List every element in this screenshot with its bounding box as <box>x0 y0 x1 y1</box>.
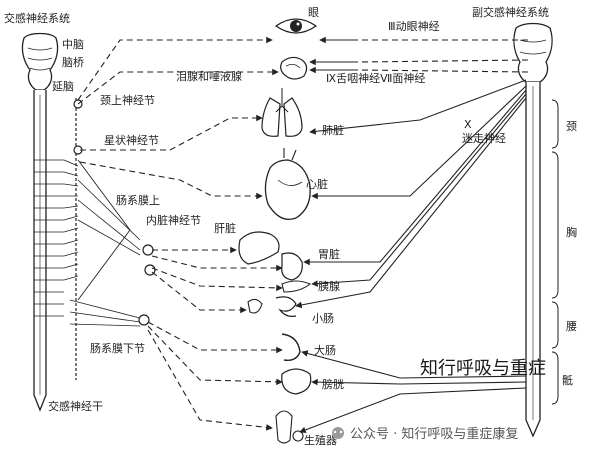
sacral-region-label: 骶 <box>562 374 573 387</box>
superior-mesenteric-label: 肠系膜上 <box>116 194 160 207</box>
genital-label: 生殖器 <box>304 433 337 447</box>
cn10-number-label: X <box>464 118 472 131</box>
pancreas-icon <box>281 280 312 293</box>
heart-label: 心脏 <box>306 178 328 191</box>
liver-label: 肝脏 <box>214 222 236 235</box>
heart-icon <box>264 148 311 221</box>
cn3-label: Ⅲ动眼神经 <box>388 19 440 33</box>
stomach-label: 胃脏 <box>318 248 340 261</box>
stellate-ganglion-label: 星状神经节 <box>104 133 159 147</box>
parasympathetic-pathways <box>295 36 529 434</box>
watermark-caption: 公众号 · 知行呼吸与重症康复 <box>350 426 518 442</box>
sympathetic-pathways <box>77 36 283 431</box>
neck-region-label: 颈 <box>566 120 577 133</box>
chest-region-label: 胸 <box>566 225 577 239</box>
celiac-ganglion <box>142 244 154 256</box>
wechat-icon <box>332 427 344 439</box>
sympathetic-spinal-cord <box>33 90 47 412</box>
small-intestine-icon <box>247 296 297 317</box>
eye-icon <box>274 18 318 34</box>
cn9-cn7-label: Ⅸ舌咽神经Ⅶ面神经 <box>326 71 425 85</box>
glands-label: 泪腺和唾液腺 <box>176 69 242 83</box>
parasympathetic-spinal-cord <box>525 82 541 438</box>
pancreas-label: 胰腺 <box>318 279 340 293</box>
sympathetic-system-label: 交感神经系统 <box>4 11 70 25</box>
bladder-icon <box>281 368 312 395</box>
watermark-title: 知行呼吸与重症 <box>420 358 546 379</box>
inferior-mesenteric-label: 肠系膜下节 <box>90 342 145 355</box>
vagus-label: 迷走神经 <box>462 131 506 145</box>
parasympathetic-system-label: 副交感神经系统 <box>472 5 549 19</box>
liver-icon <box>238 231 280 265</box>
eye-label: 眼 <box>308 6 319 19</box>
spinal-segments-left <box>34 159 64 317</box>
waist-region-label: 腰 <box>566 320 577 333</box>
stomach-icon <box>281 252 303 281</box>
pons-label: 脑桥 <box>62 56 84 69</box>
prevertebral-ganglia <box>69 244 156 327</box>
small-intestine-label: 小肠 <box>312 312 334 325</box>
gland-icon <box>280 56 308 80</box>
visceral-ganglion-label: 内脏神经节 <box>146 213 201 227</box>
region-brackets <box>551 99 559 405</box>
midbrain-label: 中脑 <box>62 38 84 51</box>
lung-label: 肺脏 <box>322 124 344 137</box>
sympathetic-trunk-label: 交感神经干 <box>48 399 103 413</box>
genital-icon <box>275 410 304 444</box>
large-intestine-icon <box>281 333 301 362</box>
superior-cervical-ganglion-label: 颈上神经节 <box>100 93 155 107</box>
sympathetic-brainstem <box>21 32 59 91</box>
inferior-mesenteric-ganglion <box>138 314 150 326</box>
medulla-label: 延脑 <box>52 80 74 93</box>
parasympathetic-brainstem <box>513 22 553 83</box>
large-intestine-label: 大肠 <box>314 343 336 357</box>
lung-icon <box>261 88 303 137</box>
bladder-label: 膀胱 <box>322 377 344 391</box>
